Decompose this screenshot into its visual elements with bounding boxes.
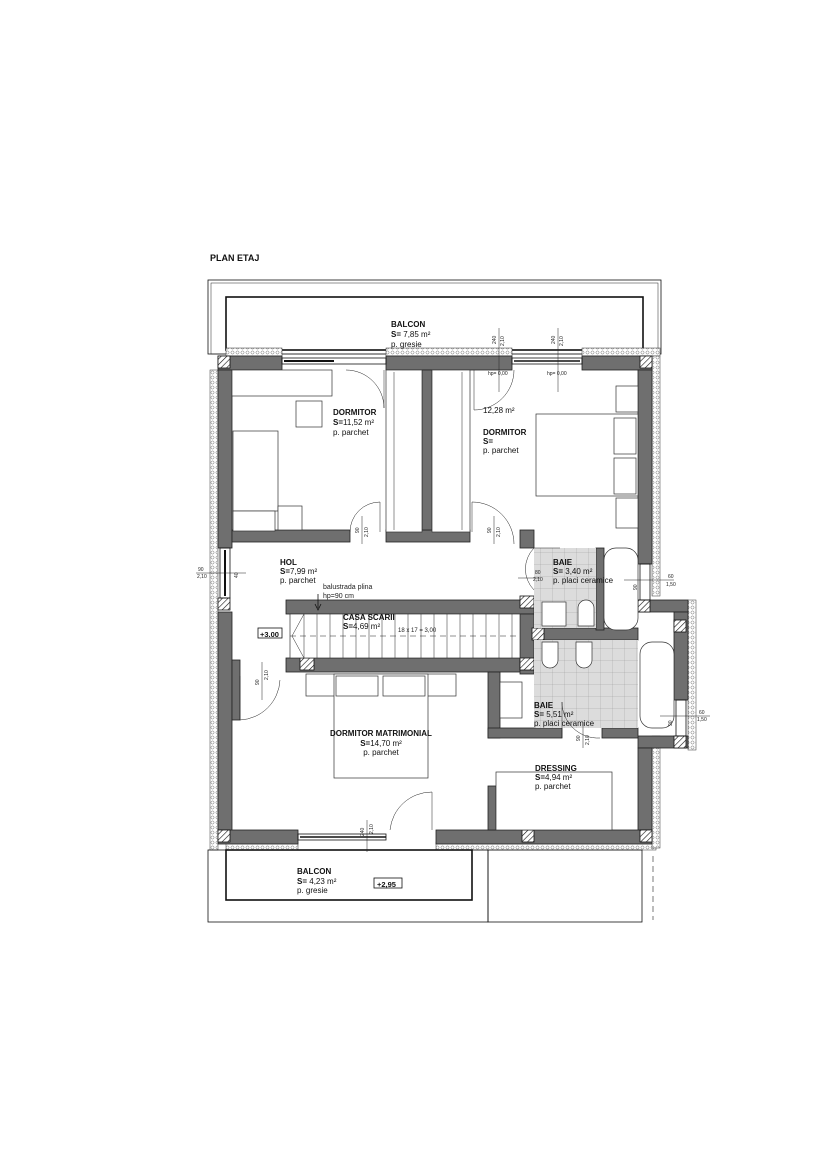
- room-floor-dormitor-right: p. parchet: [483, 446, 519, 455]
- svg-text:2,10: 2,10: [264, 670, 270, 680]
- room-name-baie-bottom: BAIE: [534, 701, 554, 710]
- room-name-dormitor-left: DORMITOR: [333, 408, 377, 417]
- svg-text:40: 40: [234, 572, 240, 578]
- room-area-dormitor-matrimonial: S=14,70 m²: [360, 739, 402, 748]
- svg-text:240: 240: [360, 827, 366, 836]
- room-name-dormitor-right: DORMITOR: [483, 428, 527, 437]
- room-area-hol: S=7,99 m²: [280, 567, 317, 576]
- svg-text:90: 90: [255, 679, 261, 685]
- svg-text:90: 90: [576, 735, 582, 741]
- room-name-balcon-top: BALCON: [391, 320, 425, 329]
- svg-text:90: 90: [633, 584, 639, 590]
- balustrada-height: hp=90 cm: [323, 593, 354, 600]
- bottom-balcony-outline: [207, 849, 654, 923]
- room-prefix-dormitor-right: S=: [483, 437, 493, 446]
- staircase: [289, 594, 521, 659]
- room-area-dormitor-left: S=11,52 m²: [333, 418, 374, 427]
- svg-text:2,10: 2,10: [197, 574, 207, 580]
- svg-text:2,10: 2,10: [500, 336, 506, 346]
- structural-columns: [217, 355, 687, 843]
- room-area-casa-scarii: S=4,69 m²: [343, 622, 380, 631]
- room-floor-balcon-bottom: p. gresie: [297, 886, 328, 895]
- svg-text:1,50: 1,50: [666, 582, 676, 588]
- room-floor-hol: p. parchet: [280, 576, 316, 585]
- svg-text:90: 90: [355, 527, 361, 533]
- room-floor-baie-bottom: p. placi ceramice: [534, 719, 595, 728]
- room-floor-balcon-top: p. gresie: [391, 340, 422, 349]
- bedroom-right-furniture: [535, 385, 639, 529]
- window-hp-2: hp= 0,00: [547, 371, 567, 377]
- top-balcony-outline: [207, 279, 662, 355]
- svg-text:2,10: 2,10: [559, 336, 565, 346]
- dimension-marks: 240 2,10 240 2,10 90 2,10 90 2,10 90 2,1…: [196, 328, 710, 852]
- doors: [239, 369, 601, 831]
- room-area-dormitor-right: 12,28 m²: [483, 406, 515, 415]
- svg-text:60: 60: [668, 574, 674, 580]
- svg-text:2,10: 2,10: [369, 824, 375, 834]
- svg-text:2,10: 2,10: [585, 735, 591, 745]
- room-area-dressing: S=4,94 m²: [535, 773, 572, 782]
- room-name-casa-scarii: CASA SCARII: [343, 613, 395, 622]
- svg-text:60: 60: [699, 710, 705, 716]
- room-area-baie-top: S= 3,40 m²: [553, 567, 593, 576]
- bathroom-fixtures: [499, 547, 675, 729]
- stair-formula: 18 x 17 = 3,00: [398, 628, 437, 634]
- bedroom-left-furniture: [231, 369, 333, 532]
- room-area-balcon-top: S= 7,85 m²: [391, 330, 431, 339]
- svg-text:2,10: 2,10: [364, 527, 370, 537]
- svg-text:80: 80: [535, 570, 541, 576]
- drawing-title: PLAN ETAJ: [210, 253, 259, 263]
- windows: [219, 357, 687, 841]
- room-floor-dressing: p. parchet: [535, 782, 571, 791]
- svg-text:90: 90: [487, 527, 493, 533]
- room-name-dormitor-matrimonial: DORMITOR MATRIMONIAL: [330, 729, 432, 738]
- svg-text:240: 240: [551, 335, 557, 344]
- room-floor-baie-top: p. placi ceramice: [553, 576, 614, 585]
- room-area-baie-bottom: S= 5,51 m²: [534, 710, 574, 719]
- level-marker-box: [257, 627, 283, 639]
- room-area-balcon-bottom: S= 4,23 m²: [297, 877, 337, 886]
- level-balcony: +2,95: [377, 880, 396, 889]
- svg-text:90: 90: [198, 567, 204, 573]
- window-hp-1: hp= 0,00: [488, 371, 508, 377]
- svg-text:1,50: 1,50: [697, 717, 707, 723]
- balcony-level-box: [373, 877, 403, 889]
- svg-text:2,10: 2,10: [496, 527, 502, 537]
- room-floor-dormitor-left: p. parchet: [333, 428, 369, 437]
- room-name-dressing: DRESSING: [535, 764, 577, 773]
- svg-text:2,10: 2,10: [533, 577, 543, 583]
- svg-text:240: 240: [492, 335, 498, 344]
- svg-text:90: 90: [668, 720, 674, 726]
- balustrada-label: balustrada plina: [323, 584, 373, 591]
- room-floor-dormitor-matrimonial: p. parchet: [363, 748, 399, 757]
- level-main: +3.00: [260, 630, 279, 639]
- room-name-baie-top: BAIE: [553, 558, 573, 567]
- wardrobes: [385, 369, 613, 831]
- room-name-hol: HOL: [280, 558, 297, 567]
- master-bed: [305, 673, 457, 779]
- room-name-balcon-bottom: BALCON: [297, 867, 331, 876]
